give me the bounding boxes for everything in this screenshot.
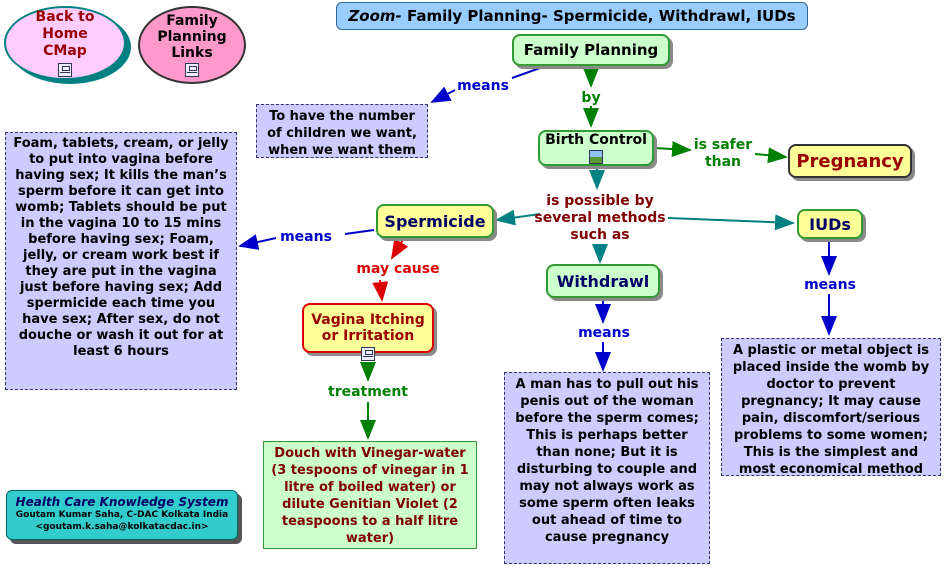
title-zoom: Zoom- — [348, 7, 402, 25]
link-may-cause: may cause — [356, 261, 440, 277]
link-means-spermicide: means — [280, 229, 332, 245]
image-icon[interactable] — [589, 150, 603, 164]
link-means-fp: means — [457, 78, 509, 94]
home-button-label: Back to Home CMap — [35, 9, 95, 59]
desc-family-planning: To have the number of children we want, … — [256, 104, 428, 158]
concept-map-icon[interactable] — [185, 63, 199, 77]
node-label: Family Planning — [523, 41, 659, 59]
node-vagina-itching[interactable]: Vagina Itching or Irritation — [302, 303, 434, 353]
node-label: Withdrawl — [556, 271, 650, 291]
desc-withdrawl: A man has to pull out his penis out of t… — [504, 372, 710, 564]
link-means-withdrawl: means — [578, 325, 630, 341]
credits-author: Goutam Kumar Saha, C-DAC Kolkata India — [15, 510, 229, 520]
links-button[interactable]: Family Planning Links — [138, 6, 246, 84]
node-spermicide[interactable]: Spermicide — [376, 204, 494, 238]
node-birth-control[interactable]: Birth Control — [538, 130, 654, 166]
home-button[interactable]: Back to Home CMap — [4, 6, 126, 80]
credits-email: <goutam.k.saha@kolkatacdac.in> — [35, 522, 209, 532]
concept-map-icon[interactable] — [58, 63, 72, 77]
links-button-label: Family Planning Links — [157, 13, 227, 61]
link-treatment: treatment — [328, 384, 408, 400]
node-label: Spermicide — [384, 211, 486, 231]
link-is-safer-than: is safer than — [693, 137, 753, 170]
desc-iuds: A plastic or metal object is placed insi… — [721, 338, 941, 477]
node-label: Birth Control — [545, 132, 647, 148]
credits-box: Health Care Knowledge System Goutam Kuma… — [6, 490, 238, 540]
node-family-planning[interactable]: Family Planning — [512, 34, 670, 66]
node-iuds[interactable]: IUDs — [797, 209, 863, 239]
node-label: Vagina Itching or Irritation — [311, 312, 425, 344]
credits-system: Health Care Knowledge System — [15, 495, 229, 509]
link-possible-methods: is possible by several methods such as — [534, 193, 666, 243]
concept-map-icon[interactable] — [361, 347, 375, 361]
page-title: Zoom- Family Planning- Spermicide, Withd… — [336, 2, 808, 30]
node-pregnancy[interactable]: Pregnancy — [788, 144, 912, 178]
title-text: Family Planning- Spermicide, Withdrawl, … — [401, 7, 796, 25]
link-by: by — [581, 90, 601, 106]
link-means-iuds: means — [804, 277, 856, 293]
desc-spermicide: Foam, tablets, cream, or jelly to put in… — [5, 132, 237, 390]
node-label: Pregnancy — [796, 150, 904, 172]
node-label: IUDs — [809, 214, 851, 234]
node-withdrawl[interactable]: Withdrawl — [546, 264, 660, 298]
desc-treatment: Douch with Vinegar-water (3 tespoons of … — [263, 441, 477, 549]
